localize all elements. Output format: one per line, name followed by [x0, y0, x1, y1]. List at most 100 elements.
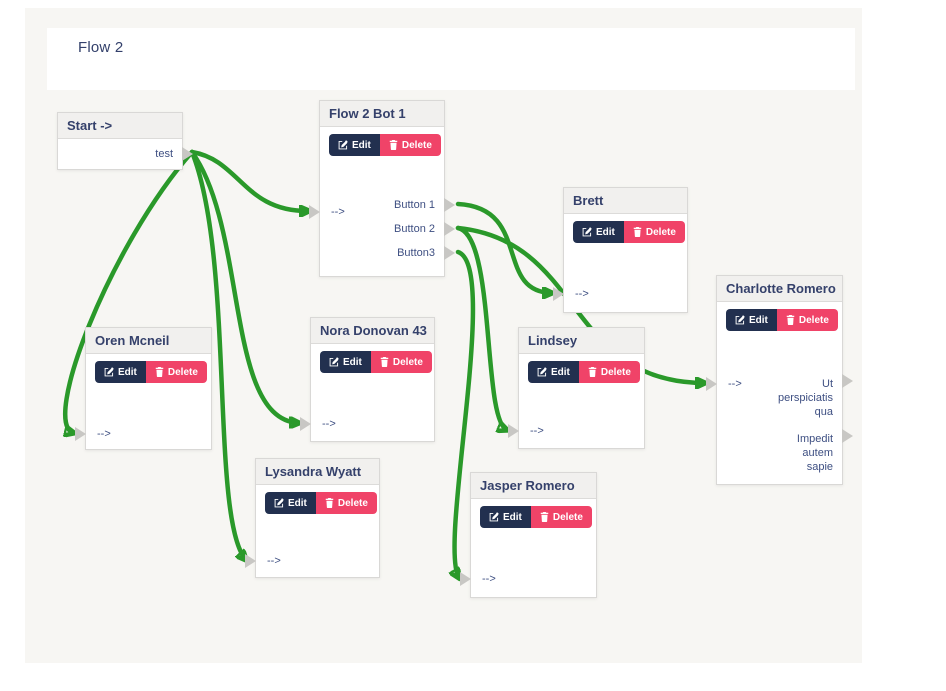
- edit-button[interactable]: Edit: [265, 492, 316, 514]
- edit-icon: [338, 140, 348, 150]
- output-label-2: Impedit autem sapie: [796, 433, 833, 473]
- input-label: -->: [530, 425, 544, 437]
- delete-button[interactable]: Delete: [315, 492, 377, 514]
- trash-icon: [380, 357, 389, 367]
- node-oren[interactable]: Oren Mcneil Edit Delete -->: [75, 327, 212, 450]
- edit-button-label: Edit: [551, 366, 570, 378]
- node-brett[interactable]: Brett Edit Delete -->: [553, 187, 688, 313]
- delete-button[interactable]: Delete: [145, 361, 207, 383]
- input-port[interactable]: [309, 205, 320, 219]
- connection-test-to-flow2bot1[interactable]: [189, 149, 309, 211]
- input-label: -->: [575, 288, 589, 300]
- delete-button[interactable]: Delete: [530, 506, 592, 528]
- trash-icon: [325, 498, 334, 508]
- input-port[interactable]: [300, 417, 311, 431]
- edit-button[interactable]: Edit: [528, 361, 579, 383]
- edit-icon: [329, 357, 339, 367]
- trash-icon: [540, 512, 549, 522]
- delete-button-label: Delete: [552, 511, 583, 523]
- delete-button-label: Delete: [600, 366, 631, 378]
- delete-button-label: Delete: [401, 139, 432, 151]
- node-lindsey-title: Lindsey: [519, 328, 644, 354]
- connection-button3-to-jasper[interactable]: [455, 249, 476, 578]
- output-label-button1: Button 1: [394, 199, 435, 211]
- edit-icon: [489, 512, 499, 522]
- delete-button[interactable]: Delete: [379, 134, 441, 156]
- input-port[interactable]: [553, 287, 564, 301]
- input-label: -->: [267, 555, 281, 567]
- connection-test-to-lysandra[interactable]: [189, 149, 246, 560]
- edit-button[interactable]: Edit: [726, 309, 777, 331]
- node-brett-title: Brett: [564, 188, 687, 214]
- output-port-test[interactable]: [182, 147, 193, 161]
- node-lindsey[interactable]: Lindsey Edit Delete -->: [508, 327, 645, 449]
- input-port[interactable]: [245, 554, 256, 568]
- output-label-test: test: [155, 148, 173, 160]
- trash-icon: [155, 367, 164, 377]
- node-charlotte[interactable]: Charlotte Romero Edit Delete --> Ut pers…: [706, 275, 853, 485]
- output-port-2[interactable]: [842, 429, 853, 443]
- delete-button-label: Delete: [167, 366, 198, 378]
- node-flow2bot1[interactable]: Flow 2 Bot 1 Edit Delete --> Button 1 Bu…: [309, 100, 455, 277]
- edit-button-label: Edit: [118, 366, 137, 378]
- edit-button[interactable]: Edit: [95, 361, 146, 383]
- trash-icon: [786, 315, 795, 325]
- delete-button-label: Delete: [798, 314, 829, 326]
- input-label: -->: [331, 206, 345, 218]
- edit-button[interactable]: Edit: [320, 351, 371, 373]
- node-lysandra-title: Lysandra Wyatt: [256, 459, 379, 485]
- output-port-button3[interactable]: [444, 246, 455, 260]
- delete-button[interactable]: Delete: [370, 351, 432, 373]
- connection-button1-to-brett[interactable]: [455, 201, 552, 293]
- input-label: -->: [728, 378, 742, 390]
- node-oren-title: Oren Mcneil: [86, 328, 211, 354]
- edit-icon: [537, 367, 547, 377]
- connection-test-to-nora[interactable]: [189, 149, 299, 423]
- node-nora[interactable]: Nora Donovan 43 Edit Delete -->: [300, 317, 435, 442]
- output-label-button2: Button 2: [394, 223, 435, 235]
- input-label: -->: [482, 573, 496, 585]
- node-start-title: Start ->: [58, 113, 182, 139]
- edit-icon: [735, 315, 745, 325]
- node-nora-title: Nora Donovan 43: [311, 318, 434, 344]
- delete-button-label: Delete: [392, 356, 423, 368]
- node-flow2bot1-title: Flow 2 Bot 1: [320, 101, 444, 127]
- edit-button-label: Edit: [503, 511, 522, 523]
- delete-button[interactable]: Delete: [623, 221, 685, 243]
- node-start[interactable]: Start -> test: [57, 112, 193, 170]
- trash-icon: [633, 227, 642, 237]
- output-port-button2[interactable]: [444, 222, 455, 236]
- input-port[interactable]: [460, 572, 471, 586]
- edit-button[interactable]: Edit: [480, 506, 531, 528]
- connection-test-to-oren[interactable]: [65, 149, 195, 433]
- input-port[interactable]: [508, 424, 519, 438]
- flow-title: Flow 2: [78, 39, 124, 56]
- delete-button[interactable]: Delete: [776, 309, 838, 331]
- edit-icon: [104, 367, 114, 377]
- input-port[interactable]: [706, 377, 717, 391]
- trash-icon: [389, 140, 398, 150]
- output-label-button3: Button3: [397, 247, 435, 259]
- edit-button[interactable]: Edit: [329, 134, 380, 156]
- trash-icon: [588, 367, 597, 377]
- edit-button-label: Edit: [288, 497, 307, 509]
- edit-button-label: Edit: [596, 226, 615, 238]
- delete-button[interactable]: Delete: [578, 361, 640, 383]
- output-label-1: Ut perspiciatis qua: [777, 378, 833, 418]
- input-label: -->: [322, 418, 336, 430]
- node-lysandra[interactable]: Lysandra Wyatt Edit Delete -->: [245, 458, 380, 578]
- input-label: -->: [97, 428, 111, 440]
- input-port[interactable]: [75, 427, 86, 441]
- edit-icon: [274, 498, 284, 508]
- header-card: Flow 2: [47, 28, 855, 90]
- output-port-button1[interactable]: [444, 198, 455, 212]
- delete-button-label: Delete: [645, 226, 676, 238]
- output-port-1[interactable]: [842, 374, 853, 388]
- node-jasper[interactable]: Jasper Romero Edit Delete -->: [460, 472, 597, 598]
- connection-button2-to-lindsey[interactable]: [455, 225, 507, 430]
- node-jasper-title: Jasper Romero: [471, 473, 596, 499]
- delete-button-label: Delete: [337, 497, 368, 509]
- edit-button[interactable]: Edit: [573, 221, 624, 243]
- edit-button-label: Edit: [352, 139, 371, 151]
